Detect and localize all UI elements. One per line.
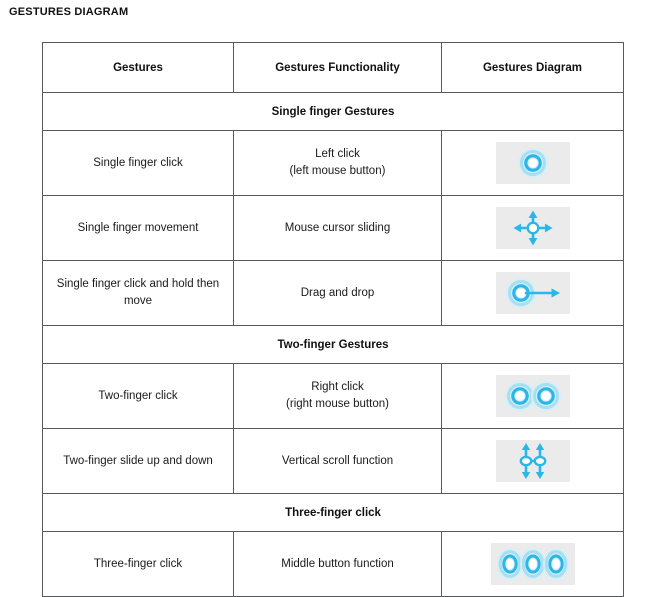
- gesture-functionality: Right click (right mouse button): [233, 363, 442, 429]
- column-header-gestures-functionality: Gestures Functionality: [233, 42, 442, 93]
- column-header-gestures-diagram: Gestures Diagram: [441, 42, 624, 93]
- gesture-name: Single finger click: [42, 130, 234, 196]
- icon-plate: [495, 142, 570, 184]
- diagram-wrap: [442, 429, 623, 493]
- table-row: Three-finger click Middle button functio…: [42, 531, 624, 597]
- icon-plate: [495, 272, 570, 314]
- icon-plate: [495, 207, 570, 249]
- gestures-table: Gestures Gestures Functionality Gestures…: [42, 42, 624, 597]
- gesture-functionality: Drag and drop: [233, 260, 442, 326]
- diagram-wrap: [442, 532, 623, 596]
- table-row: Single finger click and hold then move D…: [42, 260, 624, 326]
- gesture-diagram: [441, 363, 624, 429]
- triple-ring-icon: [496, 546, 570, 582]
- diagram-wrap: [442, 261, 623, 325]
- gesture-functionality: Middle button function: [233, 531, 442, 597]
- icon-plate: [495, 375, 570, 417]
- gesture-diagram: [441, 260, 624, 326]
- diagram-wrap: [442, 196, 623, 260]
- column-header-gestures: Gestures: [42, 42, 234, 93]
- gesture-name: Two-finger click: [42, 363, 234, 429]
- section-header-row: Single finger Gestures: [42, 92, 624, 131]
- gesture-functionality: Mouse cursor sliding: [233, 195, 442, 261]
- gesture-diagram: [441, 130, 624, 196]
- gesture-functionality: Left click (left mouse button): [233, 130, 442, 196]
- four-way-arrow-icon: [513, 209, 553, 247]
- section-title-two-finger: Two-finger Gestures: [42, 325, 624, 364]
- section-header-row: Two-finger Gestures: [42, 325, 624, 364]
- functionality-line: (right mouse button): [286, 398, 389, 410]
- table-row: Two-finger slide up and down Vertical sc…: [42, 428, 624, 494]
- gesture-name: Single finger click and hold then move: [42, 260, 234, 326]
- section-header-row: Three-finger click: [42, 493, 624, 532]
- gesture-diagram: [441, 531, 624, 597]
- vertical-scroll-icon: [513, 442, 553, 480]
- table-row: Single finger movement Mouse cursor slid…: [42, 195, 624, 261]
- gesture-diagram: [441, 195, 624, 261]
- page-title: GESTURES DIAGRAM: [9, 6, 129, 18]
- functionality-line: (left mouse button): [289, 165, 386, 177]
- table-header-row: Gestures Gestures Functionality Gestures…: [42, 42, 624, 93]
- gesture-name: Three-finger click: [42, 531, 234, 597]
- diagram-wrap: [442, 131, 623, 195]
- drag-arrow-ring-icon: [504, 276, 562, 310]
- functionality-line: Middle button function: [281, 557, 394, 570]
- gesture-functionality: Vertical scroll function: [233, 428, 442, 494]
- functionality-line: Vertical scroll function: [281, 454, 394, 467]
- functionality-line: Right click: [311, 381, 364, 394]
- single-tap-ring-icon: [516, 146, 550, 180]
- icon-plate: [495, 440, 570, 482]
- icon-plate: [490, 543, 575, 585]
- gesture-name: Single finger movement: [42, 195, 234, 261]
- table-row: Two-finger click Right click (right mous…: [42, 363, 624, 429]
- gesture-diagram: [441, 428, 624, 494]
- functionality-line: Drag and drop: [300, 286, 375, 299]
- section-title-single-finger: Single finger Gestures: [42, 92, 624, 131]
- double-ring-icon: [504, 379, 562, 413]
- functionality-line: Left click: [315, 148, 360, 161]
- table-row: Single finger click Left click (left mou…: [42, 130, 624, 196]
- section-title-three-finger: Three-finger click: [42, 493, 624, 532]
- functionality-line: Mouse cursor sliding: [284, 221, 391, 234]
- gesture-name: Two-finger slide up and down: [42, 428, 234, 494]
- diagram-wrap: [442, 364, 623, 428]
